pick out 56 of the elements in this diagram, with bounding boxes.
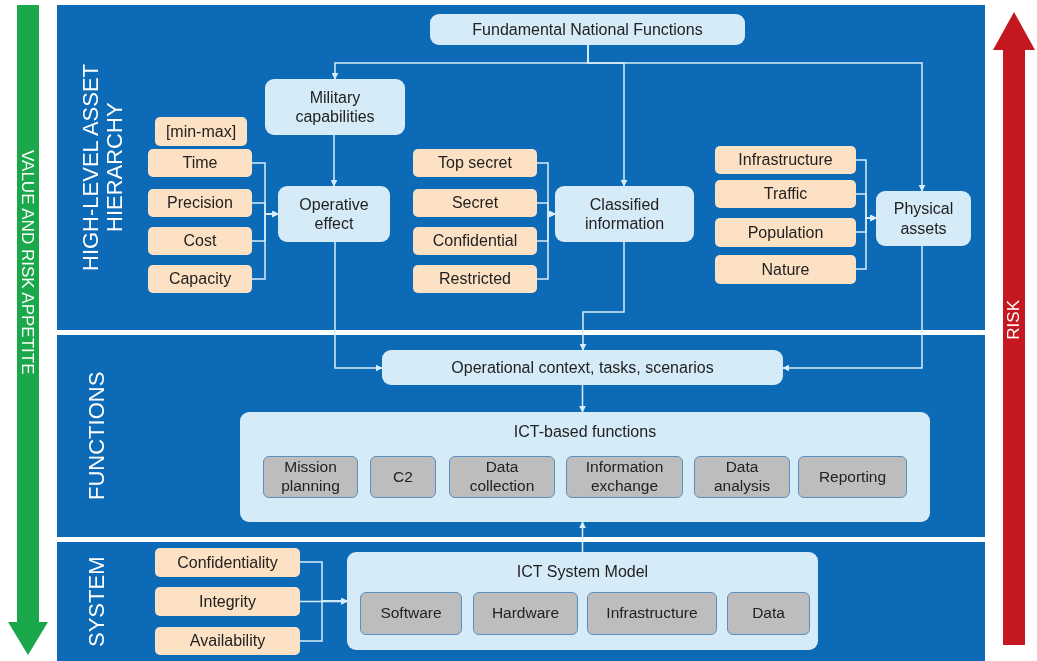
band-title: HIGH-LEVEL ASSET HIERARCHY (79, 63, 128, 274)
function-box: Mission planning (263, 456, 358, 498)
arrow (782, 245, 923, 372)
arrow (299, 598, 348, 605)
function-box: Data (727, 592, 810, 635)
attribute-box: Restricted (413, 265, 537, 293)
function-box: Data analysis (694, 456, 790, 498)
arrow (579, 241, 625, 351)
axis-label: VALUE AND RISK APPETITE (17, 150, 37, 375)
band-title: FUNCTIONS (85, 370, 110, 503)
attribute-box: Time (148, 149, 252, 177)
arrow (579, 521, 586, 553)
attribute-box: Integrity (155, 587, 300, 616)
arrow (855, 214, 877, 270)
axis-label: RISK (1004, 300, 1024, 340)
arrow (299, 597, 348, 642)
arrow (251, 210, 279, 280)
layer-band (57, 542, 985, 661)
container-box (347, 552, 818, 650)
process-box: Operational context, tasks, scenarios (382, 350, 783, 385)
layer-band (57, 335, 985, 537)
attribute-box: [min-max] (155, 117, 247, 146)
attribute-box: Confidentiality (155, 548, 300, 577)
function-box: Data collection (449, 456, 555, 498)
attribute-box: Precision (148, 189, 252, 217)
process-box: Military capabilities (265, 79, 405, 135)
arrow (587, 44, 926, 192)
function-box: Hardware (473, 592, 578, 635)
attribute-box: Secret (413, 189, 537, 217)
arrow (579, 384, 586, 413)
container-box (240, 412, 930, 522)
attribute-box: Infrastructure (715, 146, 856, 174)
container-title: ICT System Model (516, 562, 649, 582)
attribute-box: Traffic (715, 180, 856, 208)
process-box: Operative effect (278, 186, 390, 242)
function-box: Information exchange (566, 456, 683, 498)
process-box: Classified information (555, 186, 694, 242)
arrow (334, 241, 383, 372)
process-box: Fundamental National Functions (430, 14, 745, 45)
function-box: Software (360, 592, 462, 635)
attribute-box: Cost (148, 227, 252, 255)
attribute-box: Availability (155, 627, 300, 655)
attribute-box: Population (715, 218, 856, 247)
arrow (536, 210, 556, 280)
layer-band (57, 5, 985, 330)
container-title: ICT-based functions (513, 422, 657, 442)
attribute-box: Capacity (148, 265, 252, 293)
function-box: Reporting (798, 456, 907, 498)
attribute-box: Top secret (413, 149, 537, 177)
attribute-box: Nature (715, 255, 856, 284)
function-box: C2 (370, 456, 436, 498)
function-box: Infrastructure (587, 592, 717, 635)
band-title: SYSTEM (85, 555, 110, 650)
attribute-box: Confidential (413, 227, 537, 255)
process-box: Physical assets (876, 191, 971, 246)
arrow (330, 134, 338, 187)
